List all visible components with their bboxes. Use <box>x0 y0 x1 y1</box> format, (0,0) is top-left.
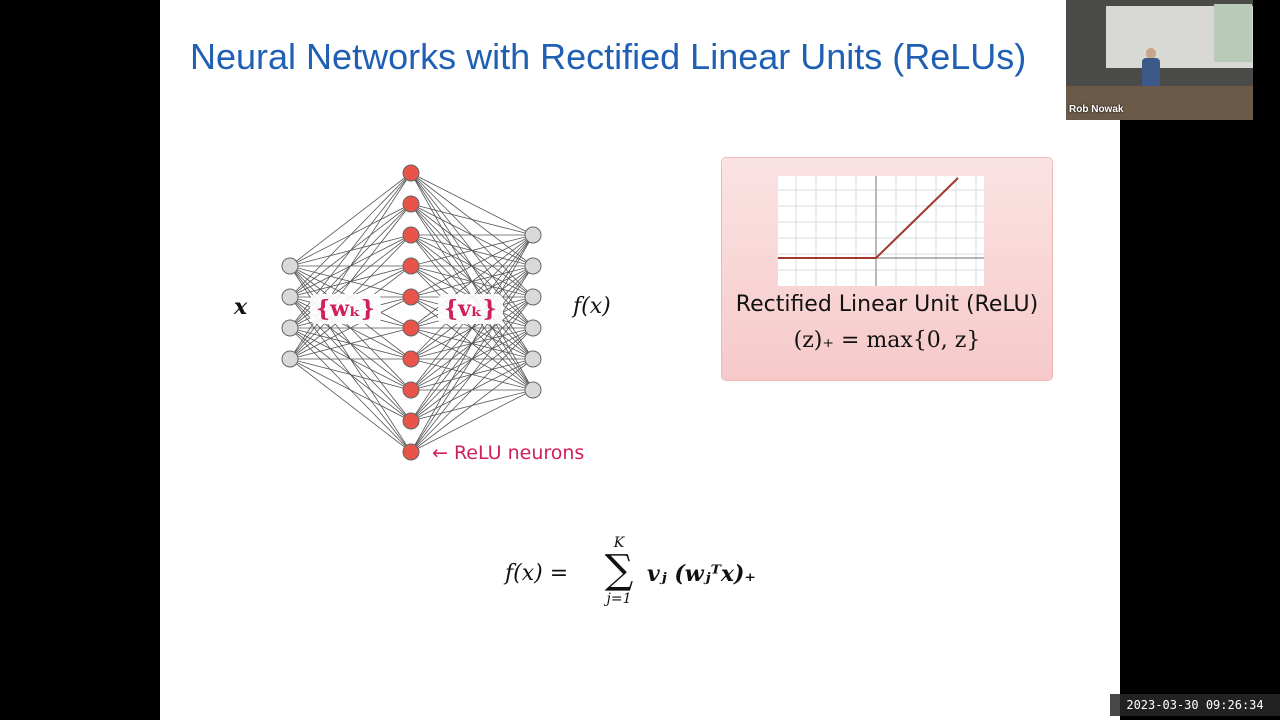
input-node <box>281 257 299 275</box>
network-edge <box>289 203 412 360</box>
network-edge <box>410 265 534 453</box>
sum-lower-limit: j=1 <box>606 591 632 607</box>
network-edge <box>410 358 534 453</box>
network-edge <box>289 327 412 360</box>
network-edge <box>289 358 412 391</box>
presenter-webcam: Rob Nowak <box>1066 0 1253 120</box>
network-edge <box>410 234 534 453</box>
webcam-desk <box>1066 86 1253 120</box>
relu-hidden-node <box>402 412 420 430</box>
slide-title: Neural Networks with Rectified Linear Un… <box>190 36 1027 77</box>
relu-hidden-node <box>402 226 420 244</box>
output-node <box>524 226 542 244</box>
relu-hidden-node <box>402 381 420 399</box>
input-node <box>281 319 299 337</box>
webcam-presenter-body <box>1142 58 1160 94</box>
output-node <box>524 288 542 306</box>
network-edge <box>410 389 534 453</box>
relu-definition-box: Rectified Linear Unit (ReLU) (z)₊ = max{… <box>722 158 1052 380</box>
input-node <box>281 350 299 368</box>
output-node <box>524 350 542 368</box>
webcam-screen <box>1214 4 1252 62</box>
webcam-presenter-head <box>1146 48 1156 59</box>
network-edge <box>410 296 534 453</box>
network-edge <box>410 234 534 267</box>
network-edge <box>289 358 412 453</box>
input-label: x <box>234 294 248 320</box>
relu-curve <box>778 177 959 259</box>
network-edge <box>410 203 534 236</box>
sum-sign: ∑ <box>604 547 634 593</box>
network-edge <box>289 172 412 267</box>
network-edge <box>289 172 412 360</box>
network-edge <box>289 358 412 422</box>
equation-lhs: f(x) = <box>505 561 569 586</box>
sum-upper-limit: K <box>613 535 625 551</box>
relu-hidden-node <box>402 164 420 182</box>
relu-hidden-node <box>402 257 420 275</box>
network-edge <box>410 234 534 422</box>
network-edge <box>410 234 534 298</box>
input-node <box>281 288 299 306</box>
relu-hidden-node <box>402 195 420 213</box>
network-edge <box>289 172 412 298</box>
summation: K ∑ j=1 <box>595 535 643 607</box>
presenter-name: Rob Nowak <box>1069 104 1124 115</box>
relu-hidden-node <box>402 319 420 337</box>
slide: Neural Networks with Rectified Linear Un… <box>160 0 1120 720</box>
network-edge <box>410 234 534 329</box>
output-node <box>524 319 542 337</box>
first-layer-weights-label: {wₖ} <box>310 294 381 324</box>
relu-hidden-node <box>402 350 420 368</box>
output-label: f(x) <box>573 294 611 319</box>
second-layer-weights-label: {vₖ} <box>438 294 503 324</box>
network-edge <box>289 296 412 360</box>
relu-formula: (z)₊ = max{0, z} <box>793 328 981 353</box>
recording-timestamp: 2023-03-30 09:26:34 <box>1110 694 1280 716</box>
output-node <box>524 257 542 275</box>
equation-rhs: vⱼ (wⱼᵀx)₊ <box>647 561 757 587</box>
output-node <box>524 381 542 399</box>
relu-name: Rectified Linear Unit (ReLU) <box>735 292 1039 317</box>
relu-hidden-node <box>402 288 420 306</box>
relu-plot <box>778 176 984 286</box>
relu-neurons-caption: ← ReLU neurons <box>432 442 585 464</box>
network-edge <box>410 172 534 236</box>
relu-hidden-node <box>402 443 420 461</box>
network-edge <box>410 327 534 453</box>
